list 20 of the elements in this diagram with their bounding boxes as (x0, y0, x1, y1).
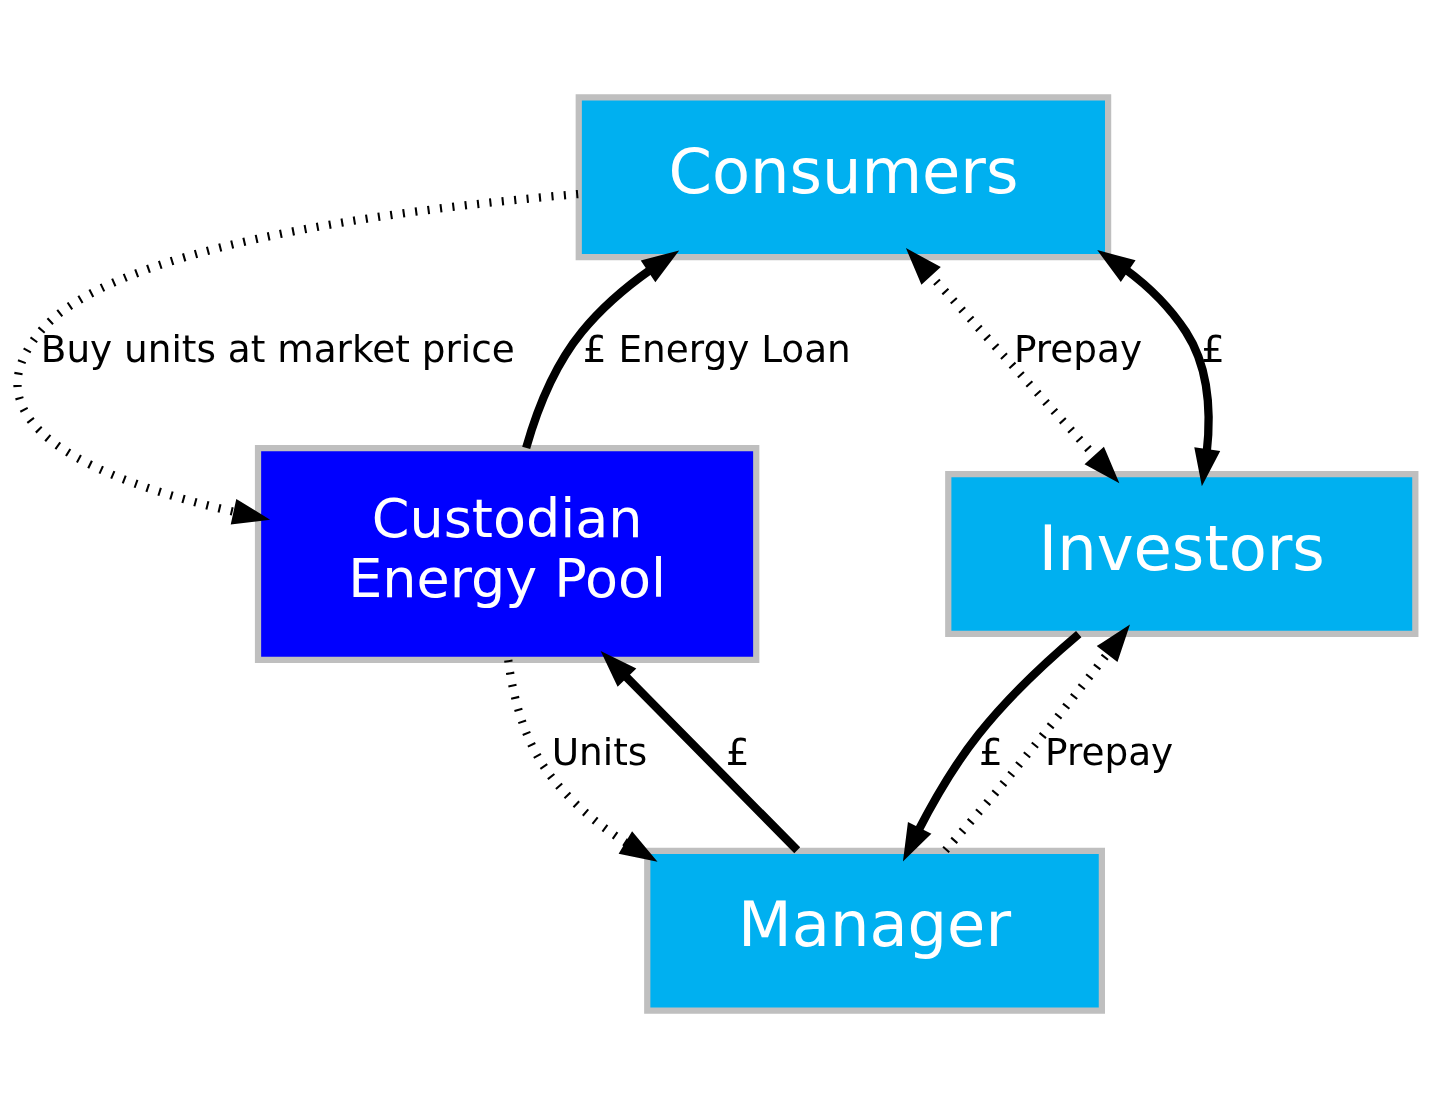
edge-label: £ (1201, 326, 1225, 371)
edge-label: Prepay (1045, 729, 1174, 773)
arrow (504, 659, 658, 862)
edge-label: £ (725, 729, 750, 773)
node-box: Custodian Energy Pool (254, 444, 760, 663)
edge-label: Prepay (1013, 326, 1143, 371)
arrow (905, 247, 1120, 483)
node-box: Investors (945, 470, 1419, 637)
arrow (1097, 249, 1221, 486)
edge-label: £ Energy Loan (582, 326, 851, 371)
node-box: Consumers (575, 93, 1112, 260)
arrow (942, 623, 1130, 853)
edge-label: Buy units at market price (40, 326, 515, 371)
arrow (902, 630, 1082, 861)
edge-label: £ (978, 729, 1003, 773)
arrow (14, 189, 579, 525)
node-box: Manager (644, 847, 1105, 1014)
arrow (600, 650, 801, 853)
arrow (522, 249, 680, 449)
edge-label: Units (551, 729, 648, 773)
